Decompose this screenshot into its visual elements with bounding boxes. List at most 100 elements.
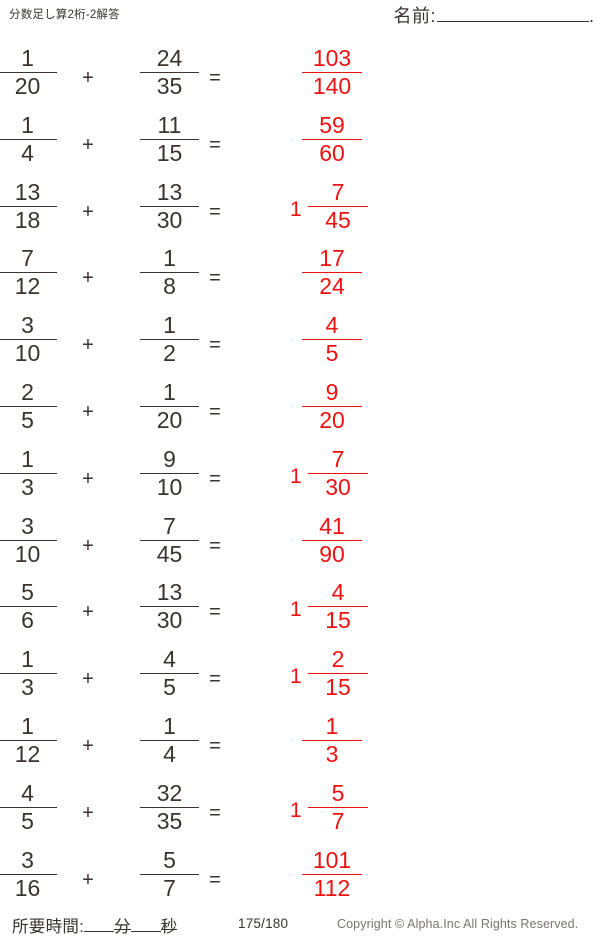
answer-denominator: 30 (325, 473, 351, 500)
answer-denominator: 7 (331, 807, 345, 834)
operand-two-numerator: 1 (163, 245, 176, 272)
operand-one-denominator: 10 (14, 540, 41, 567)
copyright-notice: Copyright © Alpha.Inc All Rights Reserve… (337, 917, 579, 931)
operand-one-numerator: 3 (21, 512, 34, 539)
answer-denominator: 60 (319, 139, 345, 166)
operand-two-numerator: 1 (163, 312, 176, 339)
operand-one-numerator: 4 (21, 779, 34, 806)
equals-sign: = (209, 67, 221, 89)
plus-sign: + (82, 734, 94, 757)
answer-whole-number: 1 (290, 665, 302, 689)
answer-denominator: 5 (325, 340, 339, 367)
plus-sign: + (82, 267, 94, 290)
name-input[interactable] (436, 4, 589, 22)
elapsed-time-field: 所要時間: 分 秒 (12, 913, 178, 937)
answer-fraction-bar (308, 205, 368, 207)
operand-one-fraction-bar (0, 873, 57, 875)
operand-one-numerator: 1 (21, 445, 34, 472)
answer-denominator: 140 (312, 73, 352, 99)
answer-whole-number: 1 (290, 197, 302, 221)
operand-one-denominator: 4 (21, 139, 34, 166)
operand-two-fraction-bar (140, 339, 199, 341)
answer-numerator: 4 (325, 312, 339, 339)
operand-one-fraction-bar (0, 806, 57, 808)
operand-one-denominator: 10 (14, 340, 41, 367)
plus-sign: + (82, 200, 94, 223)
answer-denominator: 3 (325, 740, 339, 767)
operand-one-fraction-bar (0, 539, 57, 541)
answer-numerator: 9 (325, 378, 339, 405)
seconds-input[interactable] (130, 915, 161, 932)
plus-sign: + (82, 67, 94, 89)
answer-fraction-bar (308, 673, 368, 675)
equals-sign: = (209, 267, 221, 290)
equals-sign: = (209, 400, 221, 423)
operand-one-numerator: 5 (21, 579, 34, 606)
operand-one-denominator: 12 (14, 740, 41, 767)
operand-one-fraction-bar (0, 205, 57, 207)
operand-one-denominator: 5 (21, 807, 34, 834)
operand-two-denominator: 2 (163, 340, 176, 367)
name-field-group: 名前: . (393, 2, 594, 28)
name-trailing-dot: . (588, 6, 594, 26)
operand-two-numerator: 5 (163, 846, 176, 873)
name-label: 名前: (393, 6, 436, 26)
operand-two-numerator: 11 (157, 111, 182, 138)
operand-two-denominator: 20 (156, 406, 183, 433)
operand-one-fraction-bar (0, 272, 57, 274)
answer-fraction-bar (302, 873, 362, 875)
answer-denominator: 20 (319, 406, 345, 433)
answer-numerator: 7 (331, 445, 345, 472)
operand-two-denominator: 8 (163, 273, 176, 300)
plus-sign: + (82, 400, 94, 423)
operand-two-numerator: 24 (156, 45, 183, 71)
page-title: 分数足し算2桁-2解答 (9, 9, 120, 21)
operand-one-fraction-bar (0, 405, 57, 407)
equals-sign: = (209, 334, 221, 357)
operand-two-numerator: 4 (163, 646, 176, 673)
answer-numerator: 2 (331, 646, 345, 673)
answer-fraction-bar (302, 739, 362, 741)
equals-sign: = (209, 534, 221, 557)
operand-one-denominator: 20 (14, 73, 41, 99)
plus-sign: + (82, 534, 94, 557)
operand-two-fraction-bar (140, 806, 199, 808)
answer-fraction-bar (308, 806, 368, 808)
equals-sign: = (209, 133, 221, 156)
minutes-input[interactable] (84, 915, 115, 932)
plus-sign: + (82, 668, 94, 691)
answer-denominator: 15 (325, 674, 351, 701)
